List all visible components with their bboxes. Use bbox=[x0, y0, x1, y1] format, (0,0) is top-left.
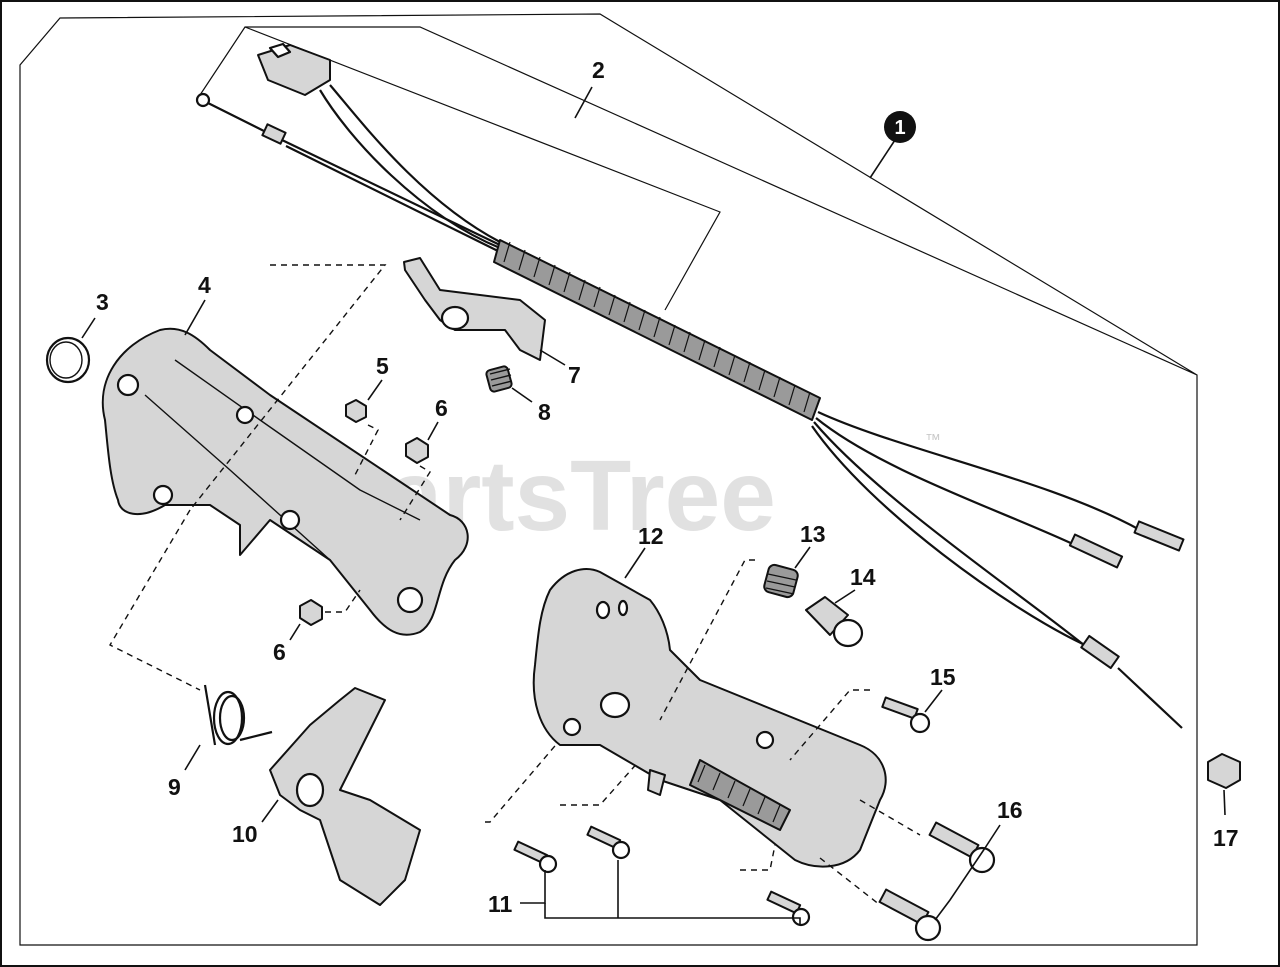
callout-5: 5 bbox=[376, 353, 389, 379]
part-11-screw-a bbox=[513, 840, 558, 874]
kit-badge bbox=[884, 111, 916, 143]
kit-bracket bbox=[19, 13, 1198, 946]
kit-leader bbox=[869, 139, 896, 179]
leader-7 bbox=[539, 349, 566, 366]
callout-2: 2 bbox=[592, 57, 605, 83]
cable-bracket bbox=[244, 26, 721, 311]
callout-14: 14 bbox=[850, 564, 876, 590]
part-16-screw-lower bbox=[878, 888, 942, 942]
part-8-spring bbox=[485, 365, 513, 393]
part-4-handle-housing-left bbox=[101, 327, 469, 636]
callout-8: 8 bbox=[538, 399, 551, 425]
callout-16: 16 bbox=[997, 797, 1023, 823]
callout-10: 10 bbox=[232, 821, 258, 847]
part-16-screw-upper bbox=[928, 821, 996, 874]
leader-9 bbox=[184, 744, 201, 771]
leader-14 bbox=[834, 589, 856, 604]
part-7-trigger-lever bbox=[403, 257, 546, 361]
callout-6-lower: 6 bbox=[273, 639, 286, 665]
part-11-screw-b bbox=[586, 825, 631, 860]
cable-leader bbox=[574, 86, 593, 119]
callout-7: 7 bbox=[568, 362, 581, 388]
part-11-screw-c bbox=[766, 890, 811, 927]
watermark-trademark: ™ bbox=[925, 432, 941, 449]
leader-10 bbox=[261, 799, 279, 823]
callout-3: 3 bbox=[96, 289, 109, 315]
dash-4-a bbox=[189, 264, 387, 511]
leader-17 bbox=[1223, 789, 1226, 816]
leader-16 bbox=[984, 824, 1001, 849]
callout-15: 15 bbox=[930, 664, 956, 690]
callout-9: 9 bbox=[168, 774, 181, 800]
part-13-spring bbox=[763, 563, 799, 599]
callout-11: 11 bbox=[488, 891, 513, 917]
callout-13: 13 bbox=[800, 521, 826, 547]
part-15-screw bbox=[881, 696, 931, 734]
leader-6b bbox=[289, 623, 301, 641]
leader-6a bbox=[427, 421, 439, 441]
leader-8 bbox=[511, 387, 533, 403]
leader-4 bbox=[184, 299, 206, 336]
callout-6-upper: 6 bbox=[435, 395, 448, 421]
part-14-plunger bbox=[805, 596, 864, 648]
leader-12 bbox=[624, 547, 646, 579]
throttle-cable-assembly bbox=[195, 42, 1185, 729]
part-6-nut-upper bbox=[405, 437, 429, 464]
part-17-nut bbox=[1207, 753, 1241, 789]
callout-17: 17 bbox=[1213, 825, 1239, 851]
leader-13 bbox=[794, 546, 811, 569]
leader-15 bbox=[924, 689, 943, 713]
leader-5 bbox=[367, 379, 383, 401]
callout-4: 4 bbox=[198, 272, 211, 298]
leader-3 bbox=[81, 317, 96, 339]
dash-4-b bbox=[109, 509, 201, 691]
callout-12: 12 bbox=[638, 523, 664, 549]
part-5-nut bbox=[345, 399, 367, 423]
part-10-lockout-lever bbox=[269, 687, 421, 906]
part-12-handle-housing-right bbox=[532, 568, 887, 868]
kit-badge-label: 1 bbox=[894, 117, 905, 139]
part-6-nut-lower bbox=[299, 599, 323, 626]
part-9-torsion-spring bbox=[203, 684, 273, 746]
